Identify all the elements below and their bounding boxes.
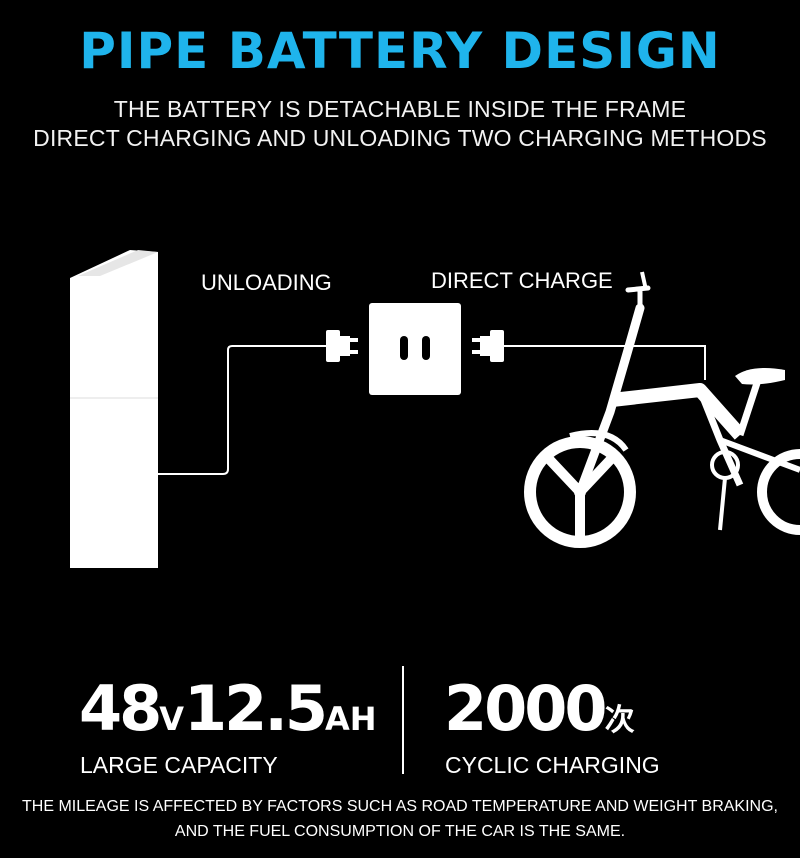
right-plug-icon [472,330,504,362]
voltage-unit: V [159,700,185,738]
footer-note-line-1: THE MILEAGE IS AFFECTED BY FACTORS SUCH … [22,798,778,815]
subtitle-line-1: THE BATTERY IS DETACHABLE INSIDE THE FRA… [113,96,687,122]
capacity-caption: LARGE CAPACITY [80,752,278,778]
charging-illustration [70,250,800,568]
battery-pack-icon [70,250,158,568]
capacity-unit: AH [325,700,377,738]
folding-bike-icon [524,271,800,548]
charger-icon [369,303,461,395]
cycle-spec: 2000次 [444,672,635,745]
bike-seat-icon [735,368,785,385]
capacity-value: 12.5 [184,672,328,745]
charging-diagram: UNLOADING DIRECT CHARGE [0,230,800,590]
cycles-unit: 次 [604,703,635,738]
voltage-value: 48 [79,672,162,745]
cycles-value: 2000 [444,672,608,745]
stats-divider [402,666,404,774]
direct-charge-label: DIRECT CHARGE [431,268,613,293]
subtitle-line-2: DIRECT CHARGING AND UNLOADING TWO CHARGI… [33,125,767,151]
battery-spec: 48V12.5AH [79,672,377,745]
cycles-caption: CYCLIC CHARGING [445,752,660,778]
battery-cable [158,345,328,475]
unloading-label: UNLOADING [201,270,332,295]
left-plug-icon [326,330,358,362]
bike-cable [504,345,706,380]
footer-note-line-2: AND THE FUEL CONSUMPTION OF THE CAR IS T… [174,823,626,840]
page-title: PIPE BATTERY DESIGN [79,22,721,80]
